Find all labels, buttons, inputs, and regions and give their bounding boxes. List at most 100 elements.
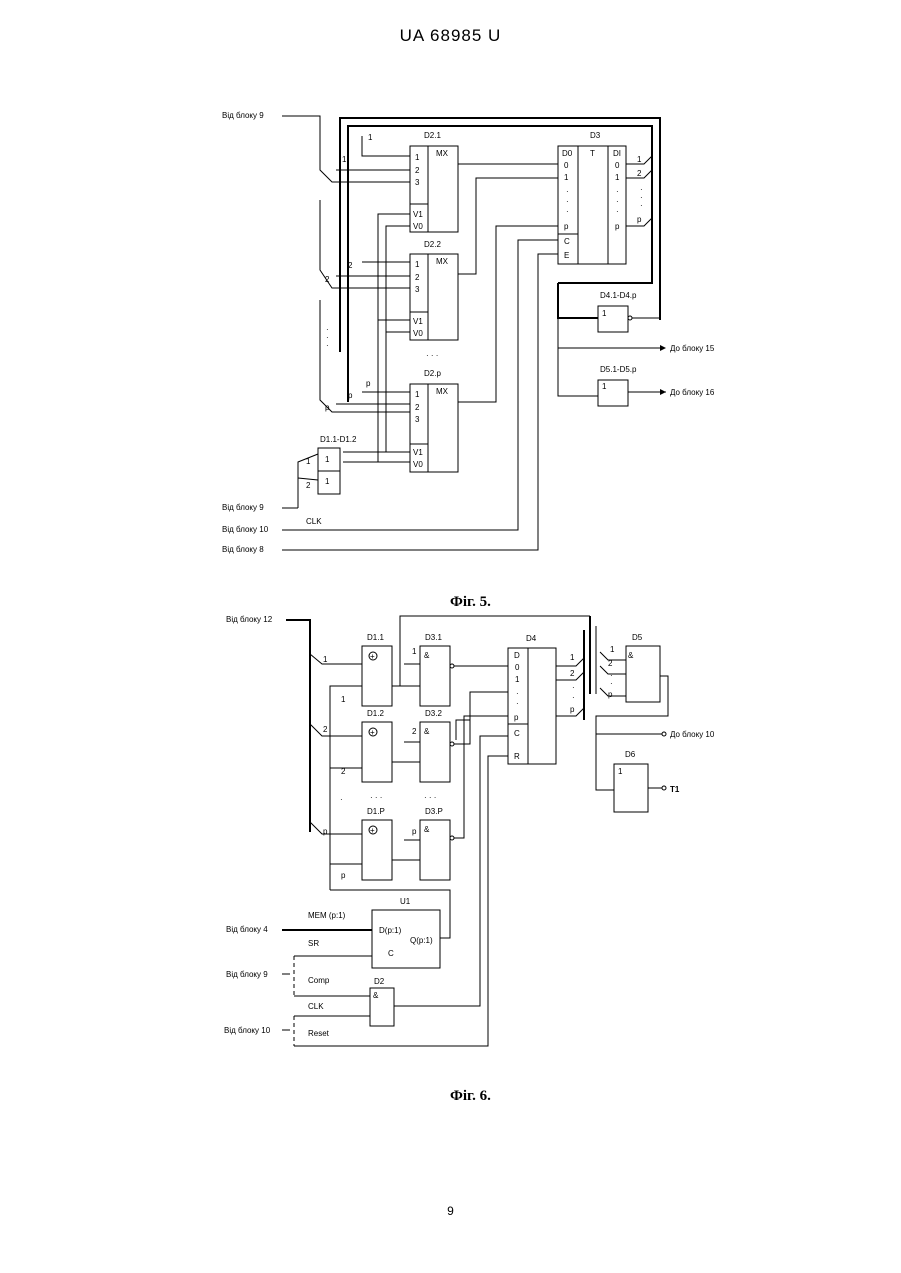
signal-label-reset: Reset xyxy=(308,1029,330,1038)
block-cell: 1 xyxy=(602,382,607,391)
figure-5-caption: Фіг. 5. xyxy=(450,594,491,610)
block-name: D3.1 xyxy=(425,633,442,642)
mux-select: V0 xyxy=(413,460,423,469)
block-name: D4.1-D4.p xyxy=(600,291,637,300)
block-name: D5 xyxy=(632,633,643,642)
pin-label: D xyxy=(514,651,520,660)
input-label-block9: Від блоку 9 xyxy=(226,970,268,979)
gate-symbol: & xyxy=(424,825,430,834)
block-name: D1.P xyxy=(367,807,385,816)
mux-select: V0 xyxy=(413,329,423,338)
mux-d2-p: D2.p MX 1 2 3 V1 V0 xyxy=(410,369,458,472)
pin-label: D0 xyxy=(562,149,573,158)
bus-label: p xyxy=(348,391,353,400)
signal-label-clk: CLK xyxy=(308,1002,324,1011)
pin-label: 1 xyxy=(515,675,520,684)
mux-input: 1 xyxy=(415,153,420,162)
pin-label: R xyxy=(514,752,520,761)
register-d4: D4 D 0 1 · · p C R xyxy=(508,634,556,764)
gate-symbol: & xyxy=(373,991,379,1000)
decoder-d1: D1.1-D1.2 1 1 1 2 xyxy=(306,435,357,494)
gate-symbol: & xyxy=(628,651,634,660)
pin-label: 2 xyxy=(608,659,613,668)
pin-label: 1 xyxy=(610,645,615,654)
gate-symbol: + xyxy=(370,652,375,661)
figure-6: Від блоку 12 1 1 1 2 2 2 p p p D1.1 + D1… xyxy=(224,615,715,1104)
pin-label: · xyxy=(566,187,569,196)
pin-label: D(p:1) xyxy=(379,926,402,935)
bus-label: 1 xyxy=(368,133,373,142)
figure-6-caption: Фіг. 6. xyxy=(450,1088,491,1104)
mux-select: V1 xyxy=(413,448,423,457)
pin-label: Q(p:1) xyxy=(410,936,433,945)
bus-label: 1 xyxy=(342,155,347,164)
mux-label: MX xyxy=(436,149,449,158)
block-name: D1.1-D1.2 xyxy=(320,435,357,444)
register-d3: D3 T D0 0 1 · · · p C E DI 0 1 · · · p xyxy=(558,131,626,264)
and-d3-2: D3.2 & xyxy=(420,709,454,782)
block-name: D2 xyxy=(374,977,385,986)
signal-label-mem: MEM (p:1) xyxy=(308,911,346,920)
input-label-block8: Від блоку 8 xyxy=(222,545,264,554)
ellipsis: · · · xyxy=(370,793,382,802)
signal-label-comp: Comp xyxy=(308,976,330,985)
output-label-block10: До блоку 10 xyxy=(670,730,715,739)
inverter-d4: D4.1-D4.p 1 xyxy=(598,291,637,332)
gate-symbol: + xyxy=(370,826,375,835)
pin-label: 0 xyxy=(515,663,520,672)
row-label: 2 xyxy=(323,725,328,734)
pin-label: · xyxy=(616,197,619,206)
signal-label-clk: CLK xyxy=(306,517,322,526)
row-label: p xyxy=(412,827,417,836)
xor-d1-p: D1.P + xyxy=(362,807,392,880)
mux-input: 3 xyxy=(415,285,420,294)
mux-select: V1 xyxy=(413,210,423,219)
and-d3-1: D3.1 & xyxy=(420,633,454,706)
out-label: · xyxy=(572,693,575,702)
out-label: 1 xyxy=(570,653,575,662)
out-label: p xyxy=(570,705,575,714)
mux-name: D2.2 xyxy=(424,240,441,249)
gate-symbol: & xyxy=(424,651,430,660)
pin-label: · xyxy=(566,197,569,206)
mux-input: 1 xyxy=(415,390,420,399)
mux-input: 3 xyxy=(415,178,420,187)
input-label-block9-bottom: Від блоку 9 xyxy=(222,503,264,512)
input-label-block10: Від блоку 10 xyxy=(222,525,269,534)
mux-select: V1 xyxy=(413,317,423,326)
output-label-t1: T1 xyxy=(670,785,680,794)
pin-label: · xyxy=(516,699,519,708)
row-label: p xyxy=(323,827,328,836)
pin-label: p xyxy=(514,713,519,722)
and-d3-p: D3.P & xyxy=(420,807,454,880)
mux-label: MX xyxy=(436,387,449,396)
row-label: 1 xyxy=(412,647,417,656)
pin-label: p xyxy=(608,690,613,699)
input-label-block9-top: Від блоку 9 xyxy=(222,111,264,120)
and-d2: D2 & xyxy=(370,977,394,1026)
mux-input: 3 xyxy=(415,415,420,424)
mux-input: 2 xyxy=(415,403,420,412)
block-name: D4 xyxy=(526,634,537,643)
mux-name: D2.1 xyxy=(424,131,441,140)
pin-label: p xyxy=(615,222,620,231)
xor-d1-1: D1.1 + xyxy=(362,633,392,706)
block-name: D6 xyxy=(625,750,636,759)
pin-label: 1 xyxy=(564,173,569,182)
pin-label: 1 xyxy=(615,173,620,182)
out-label: · xyxy=(572,683,575,692)
mux-label: MX xyxy=(436,257,449,266)
row-label: 2 xyxy=(412,727,417,736)
bus-label: p xyxy=(366,379,371,388)
row-label: 1 xyxy=(341,695,346,704)
block-cell: 1 xyxy=(602,309,607,318)
signal-label-sr: SR xyxy=(308,939,319,948)
row-label: 1 xyxy=(323,655,328,664)
pin-label: p xyxy=(564,222,569,231)
out-label: 2 xyxy=(637,169,642,178)
pin-label: C xyxy=(564,237,570,246)
gate-d6: D6 1 xyxy=(614,750,648,812)
block-name: D5.1-D5.p xyxy=(600,365,637,374)
block-type: T xyxy=(590,149,595,158)
